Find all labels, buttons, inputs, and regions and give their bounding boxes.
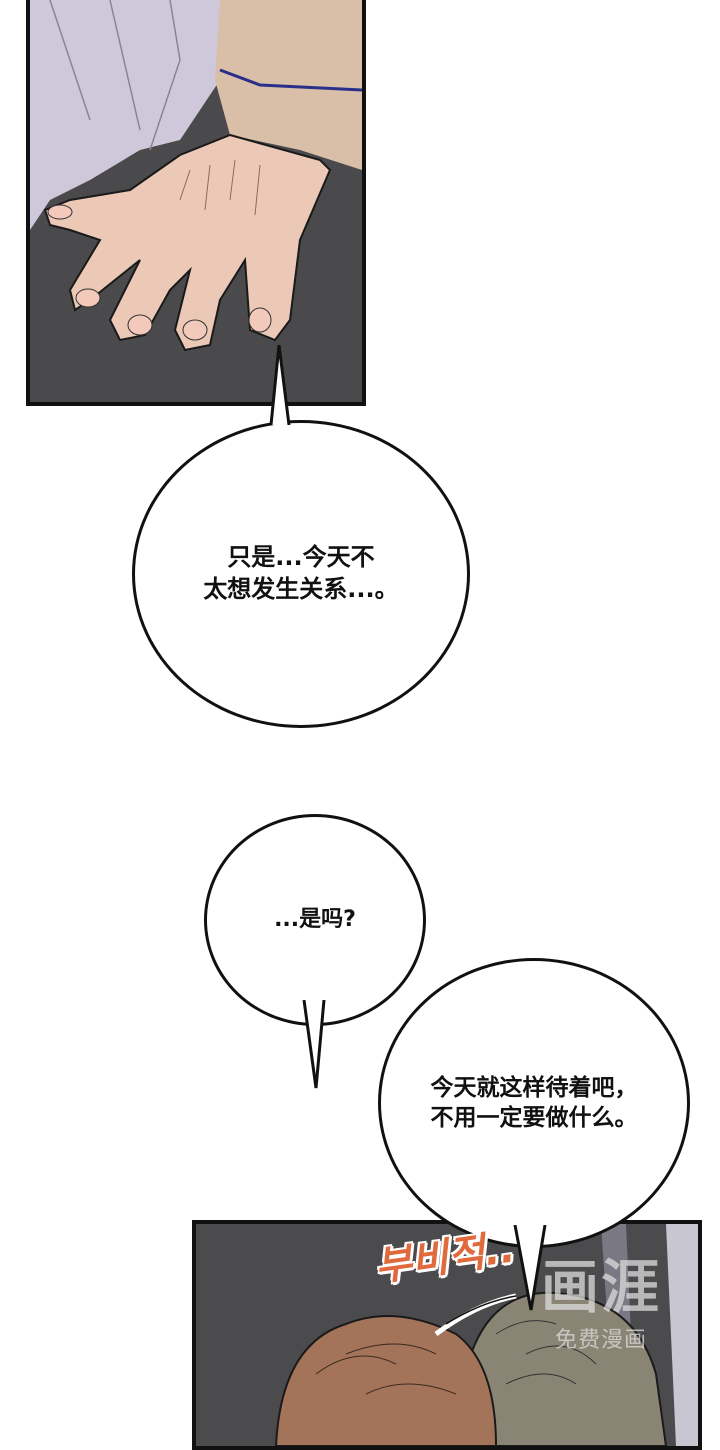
heads-illustration	[196, 1224, 698, 1446]
speech-bubble-3: 今天就这样待着吧， 不用一定要做什么。	[378, 958, 690, 1248]
bubble-3-tail	[513, 1225, 547, 1311]
bubble-1-text: 只是...今天不 太想发生关系...。	[203, 543, 399, 603]
hand-illustration	[30, 0, 362, 402]
watermark: 画涯 免费漫画	[536, 1258, 666, 1354]
watermark-subtitle: 免费漫画	[554, 1328, 647, 1353]
watermark-logo: 画涯	[540, 1253, 661, 1321]
bubble-2-text: ...是吗?	[274, 907, 356, 933]
bubble-1-tail	[269, 345, 291, 425]
speech-bubble-2: ...是吗?	[204, 814, 426, 1026]
bubble-3-text: 今天就这样待着吧， 不用一定要做什么。	[430, 1074, 638, 1131]
panel-heads	[192, 1220, 702, 1450]
bubble-2-tail	[302, 1000, 326, 1089]
speech-bubble-1: 只是...今天不 太想发生关系...。	[132, 420, 470, 728]
panel-hand	[26, 0, 366, 406]
